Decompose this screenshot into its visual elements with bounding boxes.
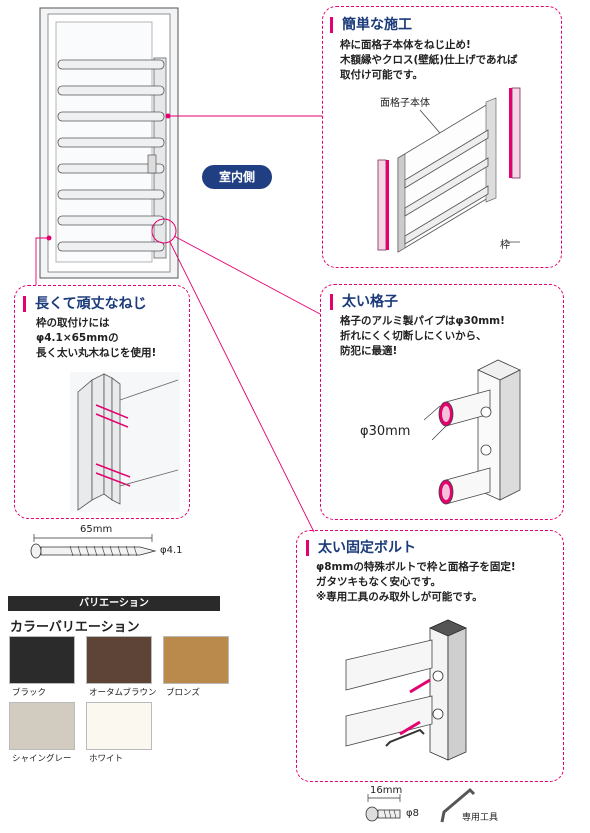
callout-screw-line-3: 長く太い丸木ねじを使用! (36, 347, 157, 359)
callout-lattice-line-3: 防犯に最適! (340, 345, 398, 357)
callout-easy-line-3: 取付け可能です。 (340, 69, 423, 81)
bolt-length-label: 16mm (370, 785, 403, 796)
callout-bolt-line-2: ガタツキもなく安心です。 (316, 576, 441, 588)
callout-thick-bolt (296, 530, 564, 782)
swatch-bronze (163, 636, 229, 684)
swatch-shine-gray-label: シャイングレー (12, 754, 72, 764)
callout-easy-installation (322, 6, 562, 268)
lattice-diameter-label: φ30mm (360, 424, 411, 439)
callout-long-screw (14, 285, 190, 519)
label-grille-body: 面格子本体 (380, 98, 430, 109)
callout-lattice-line-2: 折れにくく切断しにくいから、 (340, 330, 487, 342)
swatch-autumn-brown (86, 636, 152, 684)
room-side-badge: 室内側 (202, 165, 272, 189)
screw-diameter-label: φ4.1 (160, 545, 183, 556)
callout-bolt-line-1: φ8mmの特殊ボルトで枠と面格子を固定! (316, 561, 516, 573)
callout-screw-title: 長くて頑丈なねじ (23, 296, 147, 312)
callout-easy-line-1: 枠に面格子本体をねじ止め! (340, 39, 471, 51)
bolt-diameter-label: φ8 (406, 808, 419, 819)
label-frame: 枠 (500, 240, 510, 251)
callout-lattice-title: 太い格子 (330, 294, 398, 310)
tool-label: 専用工具 (462, 813, 499, 823)
swatch-bronze-label: ブロンズ (166, 688, 200, 698)
callout-screw-line-1: 枠の取付けには (36, 317, 110, 329)
swatch-white (86, 702, 152, 750)
callout-thick-lattice (320, 284, 564, 520)
callout-easy-title: 簡単な施工 (330, 17, 412, 33)
screw-length-label: 65mm (80, 524, 113, 535)
callout-bolt-line-3: ※専用工具のみ取外しが可能です。 (316, 591, 483, 603)
swatch-black (9, 636, 75, 684)
swatch-black-label: ブラック (12, 688, 47, 698)
swatch-autumn-brown-label: オータムブラウン (89, 688, 157, 698)
callout-easy-line-2: 木額縁やクロス(壁紙)仕上げであれば (340, 54, 518, 66)
variation-header: バリエーション (8, 596, 220, 611)
callout-screw-line-2: φ4.1×65mmの (36, 332, 119, 344)
swatch-white-label: ホワイト (89, 754, 124, 764)
callout-bolt-title: 太い固定ボルト (306, 540, 416, 556)
callout-lattice-line-1: 格子のアルミ製パイプはφ30mm! (340, 315, 505, 327)
color-variation-title: カラーバリエーション (10, 620, 140, 635)
swatch-shine-gray (9, 702, 75, 750)
